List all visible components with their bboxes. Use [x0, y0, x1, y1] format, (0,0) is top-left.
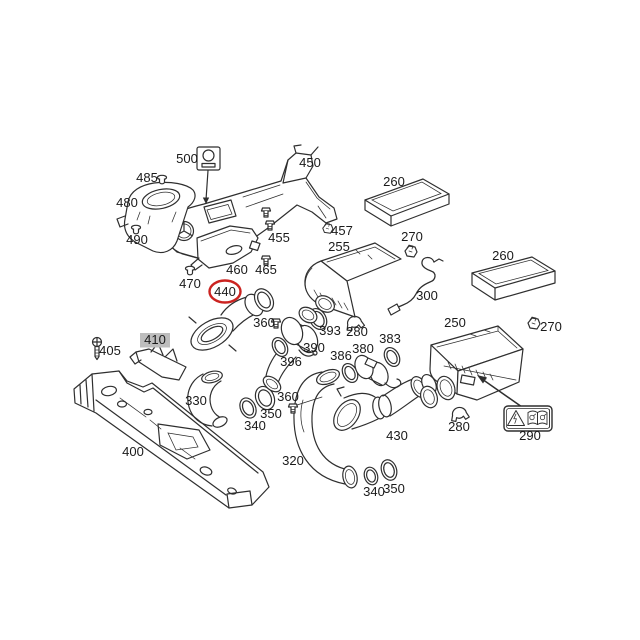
part-label-340: 340: [244, 418, 266, 433]
high-voltage-warning-triangle-icon: [507, 410, 525, 426]
part-label-450: 450: [299, 155, 321, 170]
part-label-500: 500: [176, 151, 198, 166]
part-label-400: 400: [122, 444, 144, 459]
part-label-480: 480: [116, 195, 138, 210]
part-label-260: 260: [383, 174, 405, 189]
part-label-393: 393: [319, 323, 341, 338]
cover-480: [116, 181, 196, 254]
part-label-380: 380: [352, 341, 374, 356]
throttle-housing-390: [280, 316, 319, 357]
highlight-circle-440: [208, 279, 242, 304]
part-label-386: 386: [330, 348, 352, 363]
labels-layer: 500 485 480 490 450 455 457 460 465 470 440 260 255 2…: [99, 151, 562, 499]
highlight-box-410: [140, 333, 170, 348]
part-label-350: 350: [383, 481, 405, 496]
part-label-465: 465: [255, 262, 277, 277]
part-label-360: 360: [253, 315, 275, 330]
part-label-457: 457: [331, 223, 353, 238]
clip-270-top: [404, 244, 418, 258]
part-label-340: 340: [363, 484, 385, 499]
part-label-485: 485: [136, 170, 158, 185]
air-duct-440: [188, 288, 275, 352]
part-label-350: 350: [260, 406, 282, 421]
part-label-270: 270: [540, 319, 562, 334]
part-label-490: 490: [126, 232, 148, 247]
part-label-290: 290: [519, 428, 541, 443]
cable-300: [387, 256, 444, 316]
cover-460: [190, 225, 261, 271]
ring-396: [271, 336, 289, 358]
badge-500: [196, 146, 221, 171]
part-label-440: 440: [214, 284, 236, 299]
ring-350-mid: [254, 385, 276, 411]
part-label-430: 430: [386, 428, 408, 443]
sticker-arrow: [477, 375, 523, 408]
part-label-300: 300: [416, 288, 438, 303]
filter-element-260-right: [471, 256, 556, 301]
part-label-280: 280: [448, 419, 470, 434]
sensor-housing-380: [354, 354, 402, 389]
air-duct-430: [333, 373, 437, 431]
part-label-255: 255: [328, 239, 350, 254]
duct-segment: [262, 346, 297, 393]
part-label-330: 330: [185, 393, 207, 408]
ring-383: [383, 346, 401, 368]
grommet-470: [184, 265, 196, 276]
part-label-470: 470: [179, 276, 201, 291]
part-label-455: 455: [268, 230, 290, 245]
ring-350-bottom: [380, 459, 398, 481]
part-label-390: 390: [303, 340, 325, 355]
part-label-250: 250: [444, 315, 466, 330]
bracket-410: [129, 342, 187, 381]
part-label-260: 260: [492, 248, 514, 263]
bolt-360-b: [287, 396, 323, 414]
part-label-410: 410: [144, 332, 166, 347]
part-label-280: 280: [346, 324, 368, 339]
clip-270-right: [527, 316, 541, 330]
curved-duct-320: [293, 368, 358, 489]
airbox-250: [419, 325, 524, 409]
part-label-396: 396: [280, 354, 302, 369]
open-manual-book-icon: [527, 410, 548, 425]
screw-405: [91, 336, 103, 361]
part-label-460: 460: [226, 262, 248, 277]
warning-sticker-290: [503, 405, 553, 432]
part-label-360: 360: [277, 389, 299, 404]
part-label-320: 320: [282, 453, 304, 468]
part-label-383: 383: [379, 331, 401, 346]
filter-element-260-top: [364, 178, 450, 227]
part-label-270: 270: [401, 229, 423, 244]
leader-line-500: [202, 169, 210, 204]
ring-340-mid: [239, 397, 257, 419]
airbox-255: [298, 242, 402, 324]
part-label-405: 405: [99, 343, 121, 358]
tray-panel-400: [73, 370, 270, 509]
ring-340-bottom: [363, 466, 379, 486]
elbow-duct-330: [187, 370, 228, 428]
